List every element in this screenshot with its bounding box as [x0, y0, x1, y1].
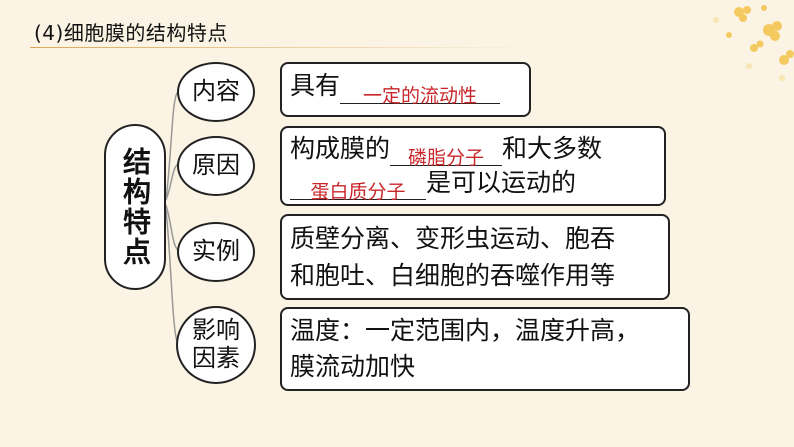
reason-line-1: 构成膜的磷脂分子和大多数: [290, 132, 656, 169]
category-content: 内容: [177, 62, 255, 122]
category-label: 影响 因素: [190, 317, 242, 372]
category-label-line-1: 影响: [192, 316, 240, 345]
answer-text: 蛋白质分子: [310, 181, 406, 203]
example-line-2: 和胞吐、白细胞的吞噬作用等: [290, 261, 616, 290]
content-prefix: 具有: [290, 71, 341, 100]
influence-box: 温度：一定范围内，温度升高， 膜流动加快: [280, 307, 690, 391]
answer-blank: 蛋白质分子: [290, 171, 426, 203]
content-box: 具有一定的流动性: [280, 62, 531, 117]
category-label-line-2: 因素: [192, 344, 240, 372]
category-reason: 原因: [177, 136, 255, 196]
reason-line-2: 蛋白质分子是可以运动的: [290, 166, 656, 203]
influence-line-1: 温度：一定范围内，温度升高，: [290, 316, 641, 345]
example-line-1: 质壁分离、变形虫运动、胞吞: [290, 224, 616, 253]
reason-line2-suffix: 是可以运动的: [426, 168, 577, 197]
answer-text: 磷脂分子: [408, 147, 485, 169]
main-node-structure-feature: 结构特点: [104, 124, 166, 290]
reason-prefix: 构成膜的: [290, 134, 391, 163]
category-influence-factors: 影响 因素: [176, 306, 256, 384]
influence-line-2: 膜流动加快: [290, 352, 416, 381]
category-label: 内容: [192, 77, 240, 106]
main-node-label: 结构特点: [119, 147, 152, 267]
answer-blank: 一定的流动性: [340, 75, 501, 107]
reason-box: 构成膜的磷脂分子和大多数 蛋白质分子是可以运动的: [280, 126, 666, 206]
answer-text: 一定的流动性: [363, 85, 478, 107]
section-title: (4)细胞膜的结构特点: [34, 21, 228, 45]
answer-blank: 磷脂分子: [390, 137, 503, 169]
category-label: 实例: [192, 237, 240, 266]
example-box: 质壁分离、变形虫运动、胞吞 和胞吐、白细胞的吞噬作用等: [280, 214, 670, 300]
title-underline: [30, 47, 530, 48]
category-label: 原因: [192, 151, 240, 180]
reason-suffix: 和大多数: [502, 134, 603, 163]
category-example: 实例: [177, 222, 255, 282]
flower-decoration: [713, 5, 794, 81]
